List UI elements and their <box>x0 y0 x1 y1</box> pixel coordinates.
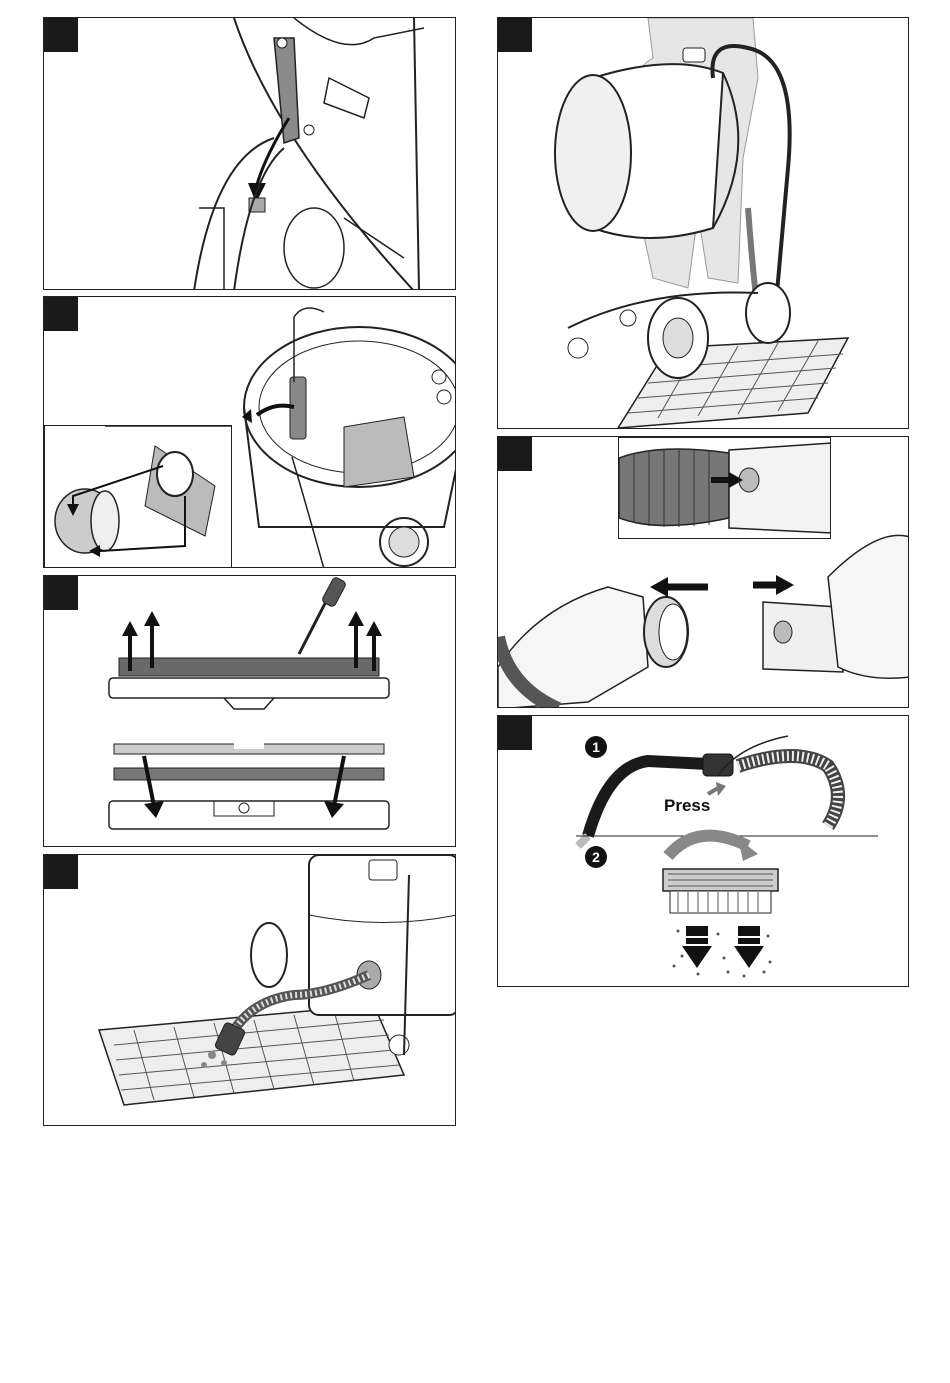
panel-hose-holder <box>43 17 456 290</box>
step-tag <box>498 437 532 471</box>
coupling-detail-inset <box>618 437 831 539</box>
filter-seal-detail-illustration <box>45 426 232 568</box>
press-label: Press <box>664 796 710 816</box>
tank-tipping-drain-illustration <box>498 18 909 429</box>
filter-cleaning-illustration <box>498 716 909 987</box>
step-two-marker: 2 <box>585 846 607 868</box>
hose-holder-attach-illustration <box>44 18 456 290</box>
panel-squeegee-strips <box>43 575 456 847</box>
panel-filter-cleaning: 1 2 Press <box>497 715 909 987</box>
squeegee-strip-replacement-illustration <box>44 576 456 847</box>
panel-hose-coupling <box>497 436 909 708</box>
filter-detail-inset <box>44 425 232 568</box>
panel-drain-hose <box>43 854 456 1126</box>
panel-filter-removal <box>43 296 456 568</box>
step-one-marker: 1 <box>585 736 607 758</box>
drain-hose-floor-illustration <box>44 855 456 1126</box>
panel-tank-draining <box>497 17 909 429</box>
coupling-connect-detail-illustration <box>619 438 831 539</box>
